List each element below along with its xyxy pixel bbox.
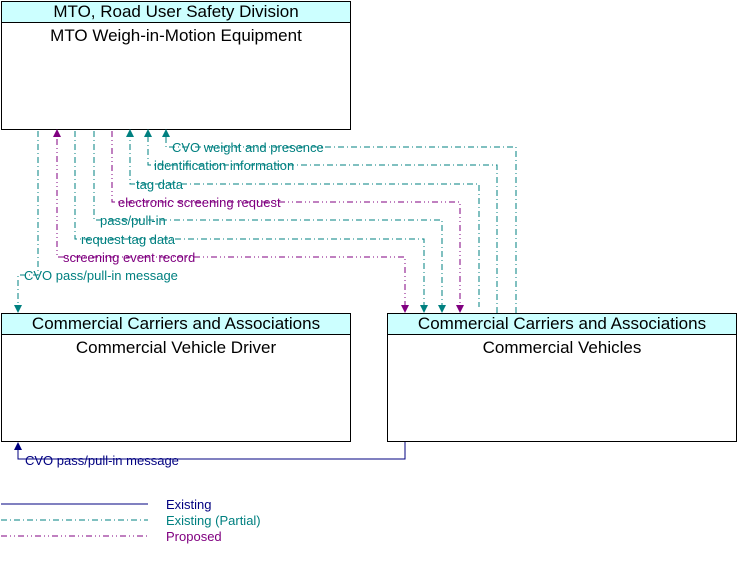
mto-weigh-in-motion-box: MTO, Road User Safety Division MTO Weigh… [1,1,351,130]
flow-label: CVO weight and presence [172,140,324,155]
flow-label: tag data [136,177,184,192]
legend-label-existing: Existing [166,497,212,512]
mto-box-header: MTO, Road User Safety Division [2,2,350,23]
flow-cvo-pass-pull-in-message-existing: CVO pass/pull-in message [14,442,406,468]
flow-cvo-weight-and-presence: CVO weight and presence [162,129,517,313]
flow-pass-pull-in: pass/pull-in [93,131,446,313]
flow-label: CVO pass/pull-in message [25,453,179,468]
legend-label-partial: Existing (Partial) [166,513,261,528]
driver-box-title: Commercial Vehicle Driver [75,338,277,357]
legend-label-proposed: Proposed [166,529,222,544]
flow-label: electronic screening request [118,195,281,210]
vehicles-box-title: Commercial Vehicles [482,338,642,357]
flow-label: screening event record [63,250,195,265]
flow-screening-event-record: screening event record [53,129,409,313]
commercial-vehicle-driver-box: Commercial Carriers and Associations Com… [1,313,351,442]
mto-box-title: MTO Weigh-in-Motion Equipment [50,26,302,45]
flow-label: request tag data [81,232,176,247]
legend [1,503,148,537]
flow-label: identification information [154,158,294,173]
commercial-vehicles-box: Commercial Carriers and Associations Com… [387,313,737,442]
flow-tag-data: tag data [126,129,480,307]
driver-box-header: Commercial Carriers and Associations [2,314,350,335]
flow-cvo-pass-pull-in-message-partial: CVO pass/pull-in message [14,131,178,313]
flow-electronic-screening-request: electronic screening request [111,131,464,313]
flow-identification-information: identification information [144,129,498,313]
flow-request-tag-data: request tag data [74,131,428,313]
flow-label: pass/pull-in [100,213,166,228]
vehicles-box-header: Commercial Carriers and Associations [388,314,736,335]
flow-label: CVO pass/pull-in message [24,268,178,283]
